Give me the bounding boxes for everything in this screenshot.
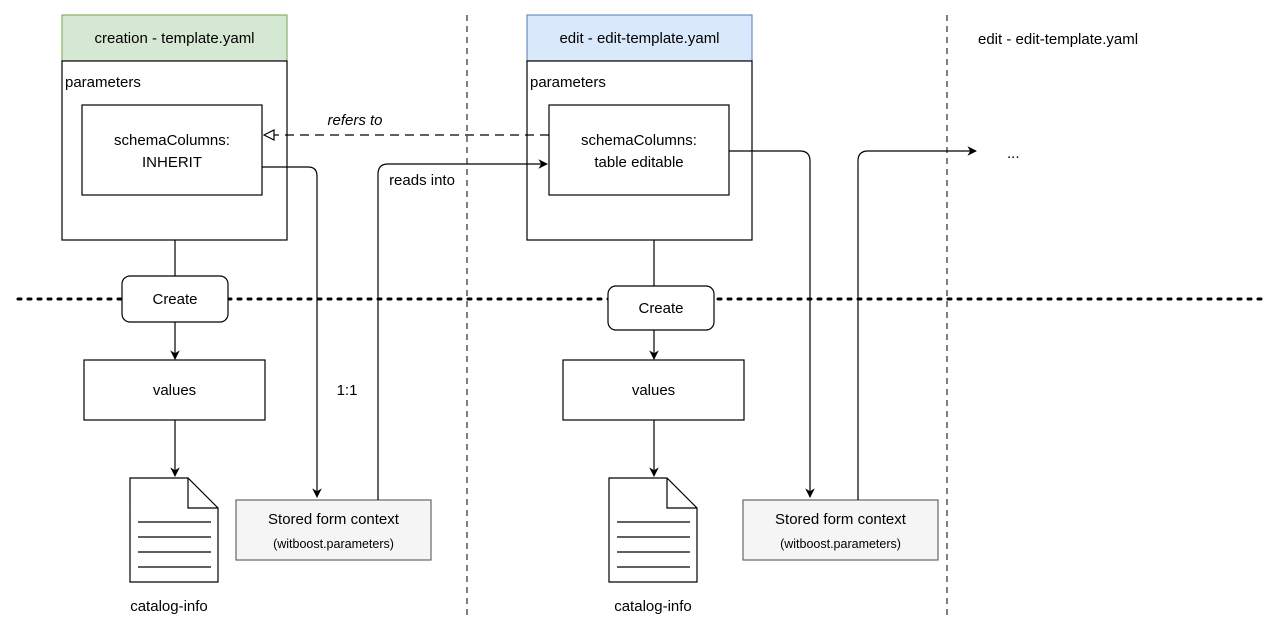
creation-context-sub: (witboost.parameters)	[273, 537, 394, 551]
edit-create-label: Create	[638, 300, 683, 317]
creation-parameters-label: parameters	[65, 74, 141, 91]
creation-title-box	[61, 14, 288, 62]
edit-schema-box	[548, 104, 730, 196]
edit-parameters-label: parameters	[530, 74, 606, 91]
creation-title: creation - template.yaml	[94, 30, 254, 47]
one-to-one-label: 1:1	[337, 382, 358, 399]
document-icon	[129, 477, 219, 583]
edit-context-sub: (witboost.parameters)	[780, 537, 901, 551]
creation-schema-to-context-edge	[262, 166, 322, 498]
reads-into-label: reads into	[389, 172, 455, 189]
next-ellipsis: ...	[1007, 145, 1020, 162]
document-icon	[608, 477, 698, 583]
edit-context-box	[742, 499, 939, 561]
refers-to-label: refers to	[327, 112, 382, 129]
edit-context-title: Stored form context	[775, 511, 907, 528]
edit-values-label: values	[632, 382, 675, 399]
creation-catalog-label: catalog-info	[130, 598, 208, 615]
edit-create-button[interactable]	[607, 285, 715, 331]
edit-context-to-next-edge	[857, 146, 977, 500]
creation-schema-box	[81, 104, 263, 196]
creation-create-label: Create	[152, 291, 197, 308]
creation-context-title: Stored form context	[268, 511, 400, 528]
creation-schema-line2: INHERIT	[142, 154, 202, 171]
edit-values-box	[562, 359, 745, 421]
reads-into-edge	[377, 159, 548, 500]
creation-values-label: values	[153, 382, 196, 399]
creation-create-button[interactable]	[121, 275, 229, 323]
edit-catalog-label: catalog-info	[614, 598, 692, 615]
creation-lane: creation - template.yaml parameters sche…	[61, 14, 432, 615]
next-lane-title: edit - edit-template.yaml	[978, 31, 1138, 48]
creation-context-box	[235, 499, 432, 561]
creation-values-box	[83, 359, 266, 421]
edit-schema-line1: schemaColumns:	[581, 132, 697, 149]
edit-lane: edit - edit-template.yaml parameters sch…	[526, 14, 939, 615]
edit-title: edit - edit-template.yaml	[559, 30, 719, 47]
edit-schema-to-context-edge	[729, 150, 815, 498]
edit-schema-line2: table editable	[594, 154, 683, 171]
creation-schema-line1: schemaColumns:	[114, 132, 230, 149]
